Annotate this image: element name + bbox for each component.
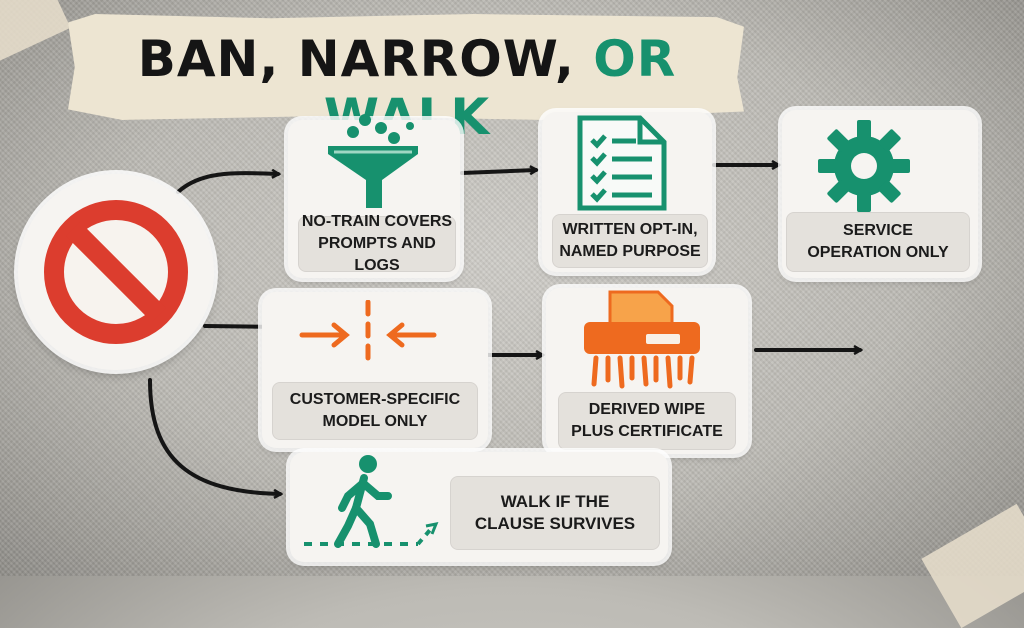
funnel-icon — [328, 114, 418, 208]
walking-person-icon — [304, 455, 439, 548]
checklist-document-icon — [577, 115, 667, 211]
label-opt-in: WRITTEN OPT-IN, NAMED PURPOSE — [552, 214, 708, 268]
shredder-icon — [584, 290, 700, 389]
label-no-train: NO-TRAIN COVERS PROMPTS AND LOGS — [298, 213, 456, 274]
narrow-arrows-icon — [299, 300, 437, 361]
label-service: SERVICE OPERATION ONLY — [786, 212, 970, 272]
arrow-ban-to-walk — [148, 378, 280, 494]
title-banner — [68, 14, 744, 120]
label-derived-wipe: DERIVED WIPE PLUS CERTIFICATE — [558, 392, 736, 450]
label-walk: WALK IF THE CLAUSE SURVIVES — [450, 476, 660, 550]
label-customer-model: CUSTOMER-SPECIFIC MODEL ONLY — [272, 382, 478, 440]
title-part-1: BAN, NARROW, — [137, 30, 594, 88]
arrow-ban-to-no-train — [176, 173, 278, 194]
prohibited-icon — [44, 200, 188, 344]
arrow-no-train-to-opt-in — [460, 170, 536, 173]
gear-icon — [818, 120, 910, 212]
